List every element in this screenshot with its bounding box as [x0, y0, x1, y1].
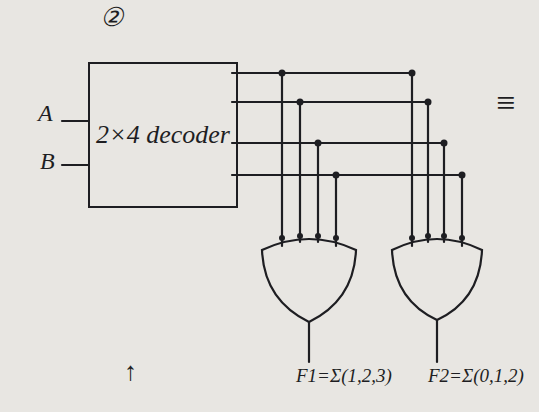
signal-name: B: [40, 148, 55, 174]
function-label: F1=Σ(1,2,3): [296, 366, 392, 387]
signal-name: A: [38, 100, 53, 126]
arrow-mark: ↑: [124, 358, 137, 387]
callout-number: ②: [100, 4, 123, 33]
function-label: F2=Σ(0,1,2): [428, 366, 524, 387]
decoder-box: 2×4 decoder: [88, 62, 238, 208]
node-text: 2×4 decoder: [96, 120, 230, 150]
equivalence-sign: ≡: [494, 84, 517, 121]
